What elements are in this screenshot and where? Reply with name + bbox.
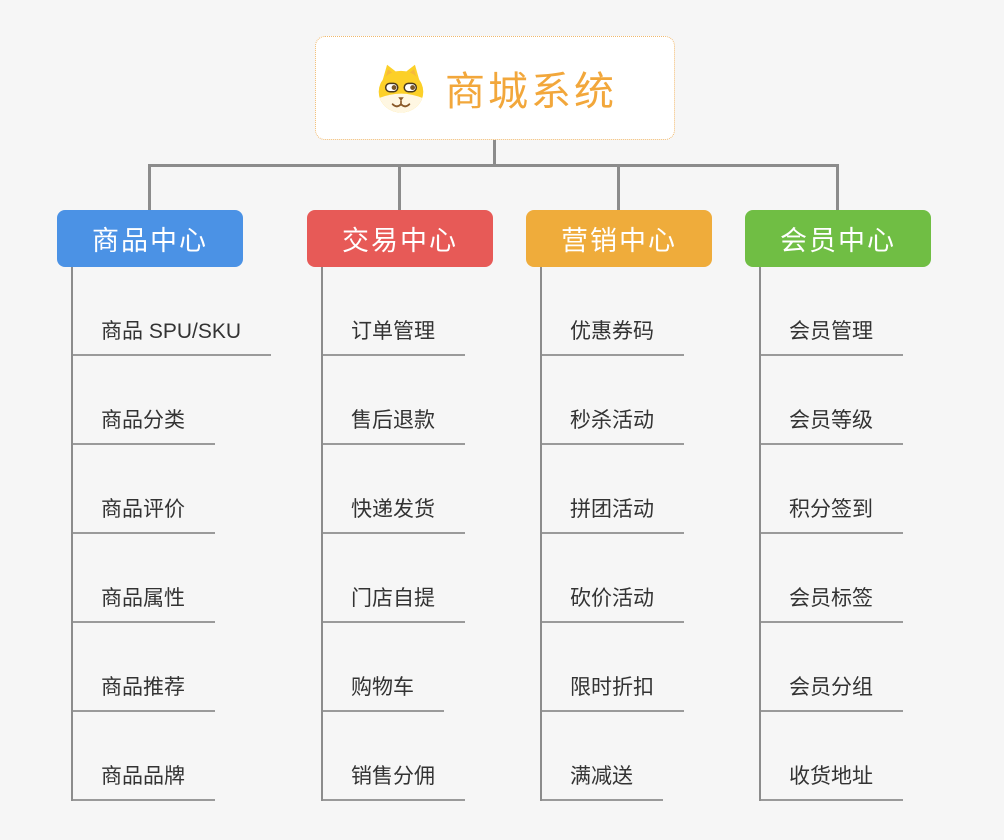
leaf-label: 优惠券码 (542, 315, 684, 356)
leaf-node[interactable]: 收货地址 (761, 712, 903, 801)
leaf-label: 限时折扣 (542, 671, 684, 712)
leaf-label: 拼团活动 (542, 493, 684, 534)
branch-children-product: 商品 SPU/SKU 商品分类 商品评价 商品属性 商品推荐 商品品牌 (71, 267, 272, 801)
shiba-dog-icon (373, 62, 429, 114)
branch-children-marketing: 优惠券码 秒杀活动 拼团活动 砍价活动 限时折扣 满减送 (540, 267, 684, 801)
leaf-label: 会员分组 (761, 671, 903, 712)
leaf-label: 会员标签 (761, 582, 903, 623)
leaf-node[interactable]: 优惠券码 (542, 267, 684, 356)
leaf-node[interactable]: 商品属性 (73, 534, 271, 623)
leaf-label: 砍价活动 (542, 582, 684, 623)
leaf-label: 订单管理 (323, 315, 465, 356)
leaf-node[interactable]: 快递发货 (323, 445, 465, 534)
branch-node-member-center[interactable]: 会员中心 (745, 210, 931, 267)
leaf-node[interactable]: 砍价活动 (542, 534, 684, 623)
leaf-node[interactable]: 拼团活动 (542, 445, 684, 534)
connector-drop-member (836, 164, 839, 210)
leaf-label: 售后退款 (323, 404, 465, 445)
leaf-label: 积分签到 (761, 493, 903, 534)
leaf-label: 购物车 (323, 671, 444, 712)
leaf-label: 商品分类 (73, 404, 215, 445)
leaf-node[interactable]: 商品 SPU/SKU (73, 267, 272, 356)
leaf-node[interactable]: 会员分组 (761, 623, 903, 712)
leaf-node[interactable]: 满减送 (542, 712, 684, 801)
branch-children-trade: 订单管理 售后退款 快递发货 门店自提 购物车 销售分佣 (321, 267, 465, 801)
branch-label: 会员中心 (780, 226, 896, 256)
root-title: 商城系统 (445, 70, 617, 114)
leaf-node[interactable]: 商品品牌 (73, 712, 271, 801)
leaf-node[interactable]: 购物车 (323, 623, 465, 712)
leaf-label: 门店自提 (323, 582, 465, 623)
connector-drop-trade (398, 164, 401, 210)
leaf-node[interactable]: 门店自提 (323, 534, 465, 623)
leaf-node[interactable]: 积分签到 (761, 445, 903, 534)
leaf-node[interactable]: 销售分佣 (323, 712, 465, 801)
leaf-node[interactable]: 商品分类 (73, 356, 271, 445)
leaf-node[interactable]: 会员管理 (761, 267, 903, 356)
leaf-label: 会员管理 (761, 315, 903, 356)
connector-drop-product (148, 164, 151, 210)
leaf-node[interactable]: 商品评价 (73, 445, 271, 534)
root-node-mall-system[interactable]: 商城系统 (315, 36, 675, 140)
leaf-label: 秒杀活动 (542, 404, 684, 445)
leaf-node[interactable]: 限时折扣 (542, 623, 684, 712)
leaf-label: 满减送 (542, 760, 663, 801)
branch-node-marketing-center[interactable]: 营销中心 (526, 210, 712, 267)
connector-root-stub (493, 140, 496, 166)
branch-label: 交易中心 (342, 226, 458, 256)
leaf-label: 销售分佣 (323, 760, 465, 801)
leaf-label: 商品评价 (73, 493, 215, 534)
leaf-node[interactable]: 售后退款 (323, 356, 465, 445)
leaf-label: 快递发货 (323, 493, 465, 534)
leaf-node[interactable]: 商品推荐 (73, 623, 271, 712)
leaf-label: 收货地址 (761, 760, 903, 801)
leaf-label: 商品品牌 (73, 760, 215, 801)
leaf-label: 会员等级 (761, 404, 903, 445)
branch-node-trade-center[interactable]: 交易中心 (307, 210, 493, 267)
branch-children-member: 会员管理 会员等级 积分签到 会员标签 会员分组 收货地址 (759, 267, 903, 801)
leaf-label: 商品 SPU/SKU (73, 315, 272, 356)
connector-drop-marketing (617, 164, 620, 210)
branch-label: 营销中心 (561, 226, 677, 256)
leaf-node[interactable]: 订单管理 (323, 267, 465, 356)
leaf-label: 商品属性 (73, 582, 215, 623)
leaf-node[interactable]: 会员标签 (761, 534, 903, 623)
branch-label: 商品中心 (92, 226, 208, 256)
branch-node-product-center[interactable]: 商品中心 (57, 210, 243, 267)
connector-horizontal-bar (148, 164, 839, 167)
leaf-node[interactable]: 会员等级 (761, 356, 903, 445)
leaf-label: 商品推荐 (73, 671, 215, 712)
leaf-node[interactable]: 秒杀活动 (542, 356, 684, 445)
